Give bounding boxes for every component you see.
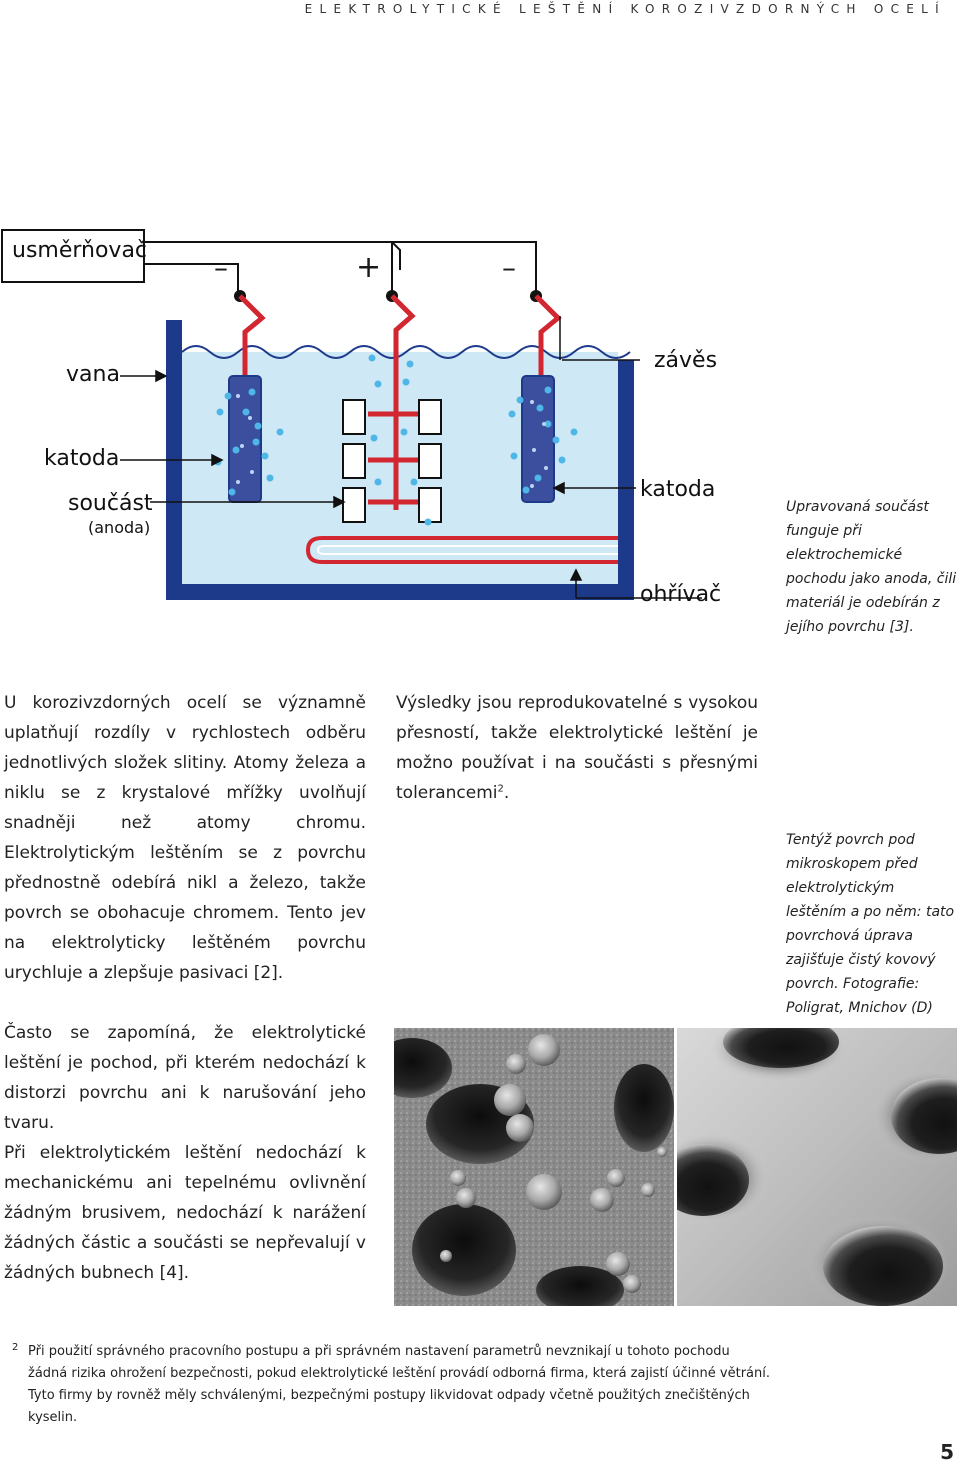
wire-top [144, 241, 401, 270]
rectifier-box [1, 229, 145, 283]
right-paragraph-1: Výsledky jsou reprodukovatelné s vysokou… [396, 693, 758, 803]
electrolytic-polishing-diagram [1, 229, 702, 600]
label-cathode-right: katoda [640, 477, 716, 502]
parts [342, 399, 442, 523]
leader-lines [120, 316, 702, 599]
diagram-caption: Upravovaná součást funguje při elektroch… [786, 499, 957, 635]
left-paragraph-1: U korozivzdorných ocelí se významně upla… [4, 693, 366, 983]
sign-plus: + [356, 250, 382, 285]
footnote-mark: 2 [12, 1342, 19, 1353]
heater-coil [305, 536, 618, 564]
footnote: 2 Při použití správného pracovního postu… [12, 1341, 772, 1429]
left-column: U korozivzdorných ocelí se významně upla… [4, 688, 366, 1288]
hanger-left [238, 294, 266, 376]
running-head: ELEKTROLYTICKÉ LEŠTĚNÍ KOROZIVZDORNÝCH O… [304, 2, 946, 16]
electrolyte-surface [181, 345, 631, 359]
photo-after-polishing [677, 1028, 957, 1306]
label-anode: (anoda) [88, 518, 151, 537]
left-paragraph-2: Často se zapomíná, že elektrolytické leš… [4, 1023, 366, 1133]
label-hanger: závěs [654, 348, 718, 373]
footnote-text: Při použití správného pracovního postupu… [28, 1344, 770, 1425]
sign-minus-right: – [502, 251, 516, 284]
bubbles [214, 354, 578, 526]
wire-right [392, 241, 537, 294]
hanger-center [390, 294, 416, 510]
footnote-ref[interactable]: 2 [497, 783, 504, 795]
sign-minus-left: – [214, 251, 228, 284]
right-column: Výsledky jsou reprodukovatelné s vysokou… [396, 688, 758, 808]
photo-caption: Tentýž povrch pod mikroskopem před elekt… [786, 832, 955, 1016]
label-heater: ohřívač [640, 582, 722, 607]
label-part: součást [68, 491, 153, 516]
hanger-right [534, 294, 562, 376]
label-tank: vana [66, 362, 120, 387]
label-rectifier: usměrňovač [12, 238, 148, 263]
left-paragraph-3: Při elektrolytickém leštění nedochází k … [4, 1143, 366, 1283]
wire-bottom [144, 263, 239, 294]
label-cathode-left: katoda [44, 446, 120, 471]
photo-before-polishing [394, 1028, 674, 1306]
page-number: 5 [940, 1440, 954, 1464]
cathode-right [521, 375, 555, 503]
